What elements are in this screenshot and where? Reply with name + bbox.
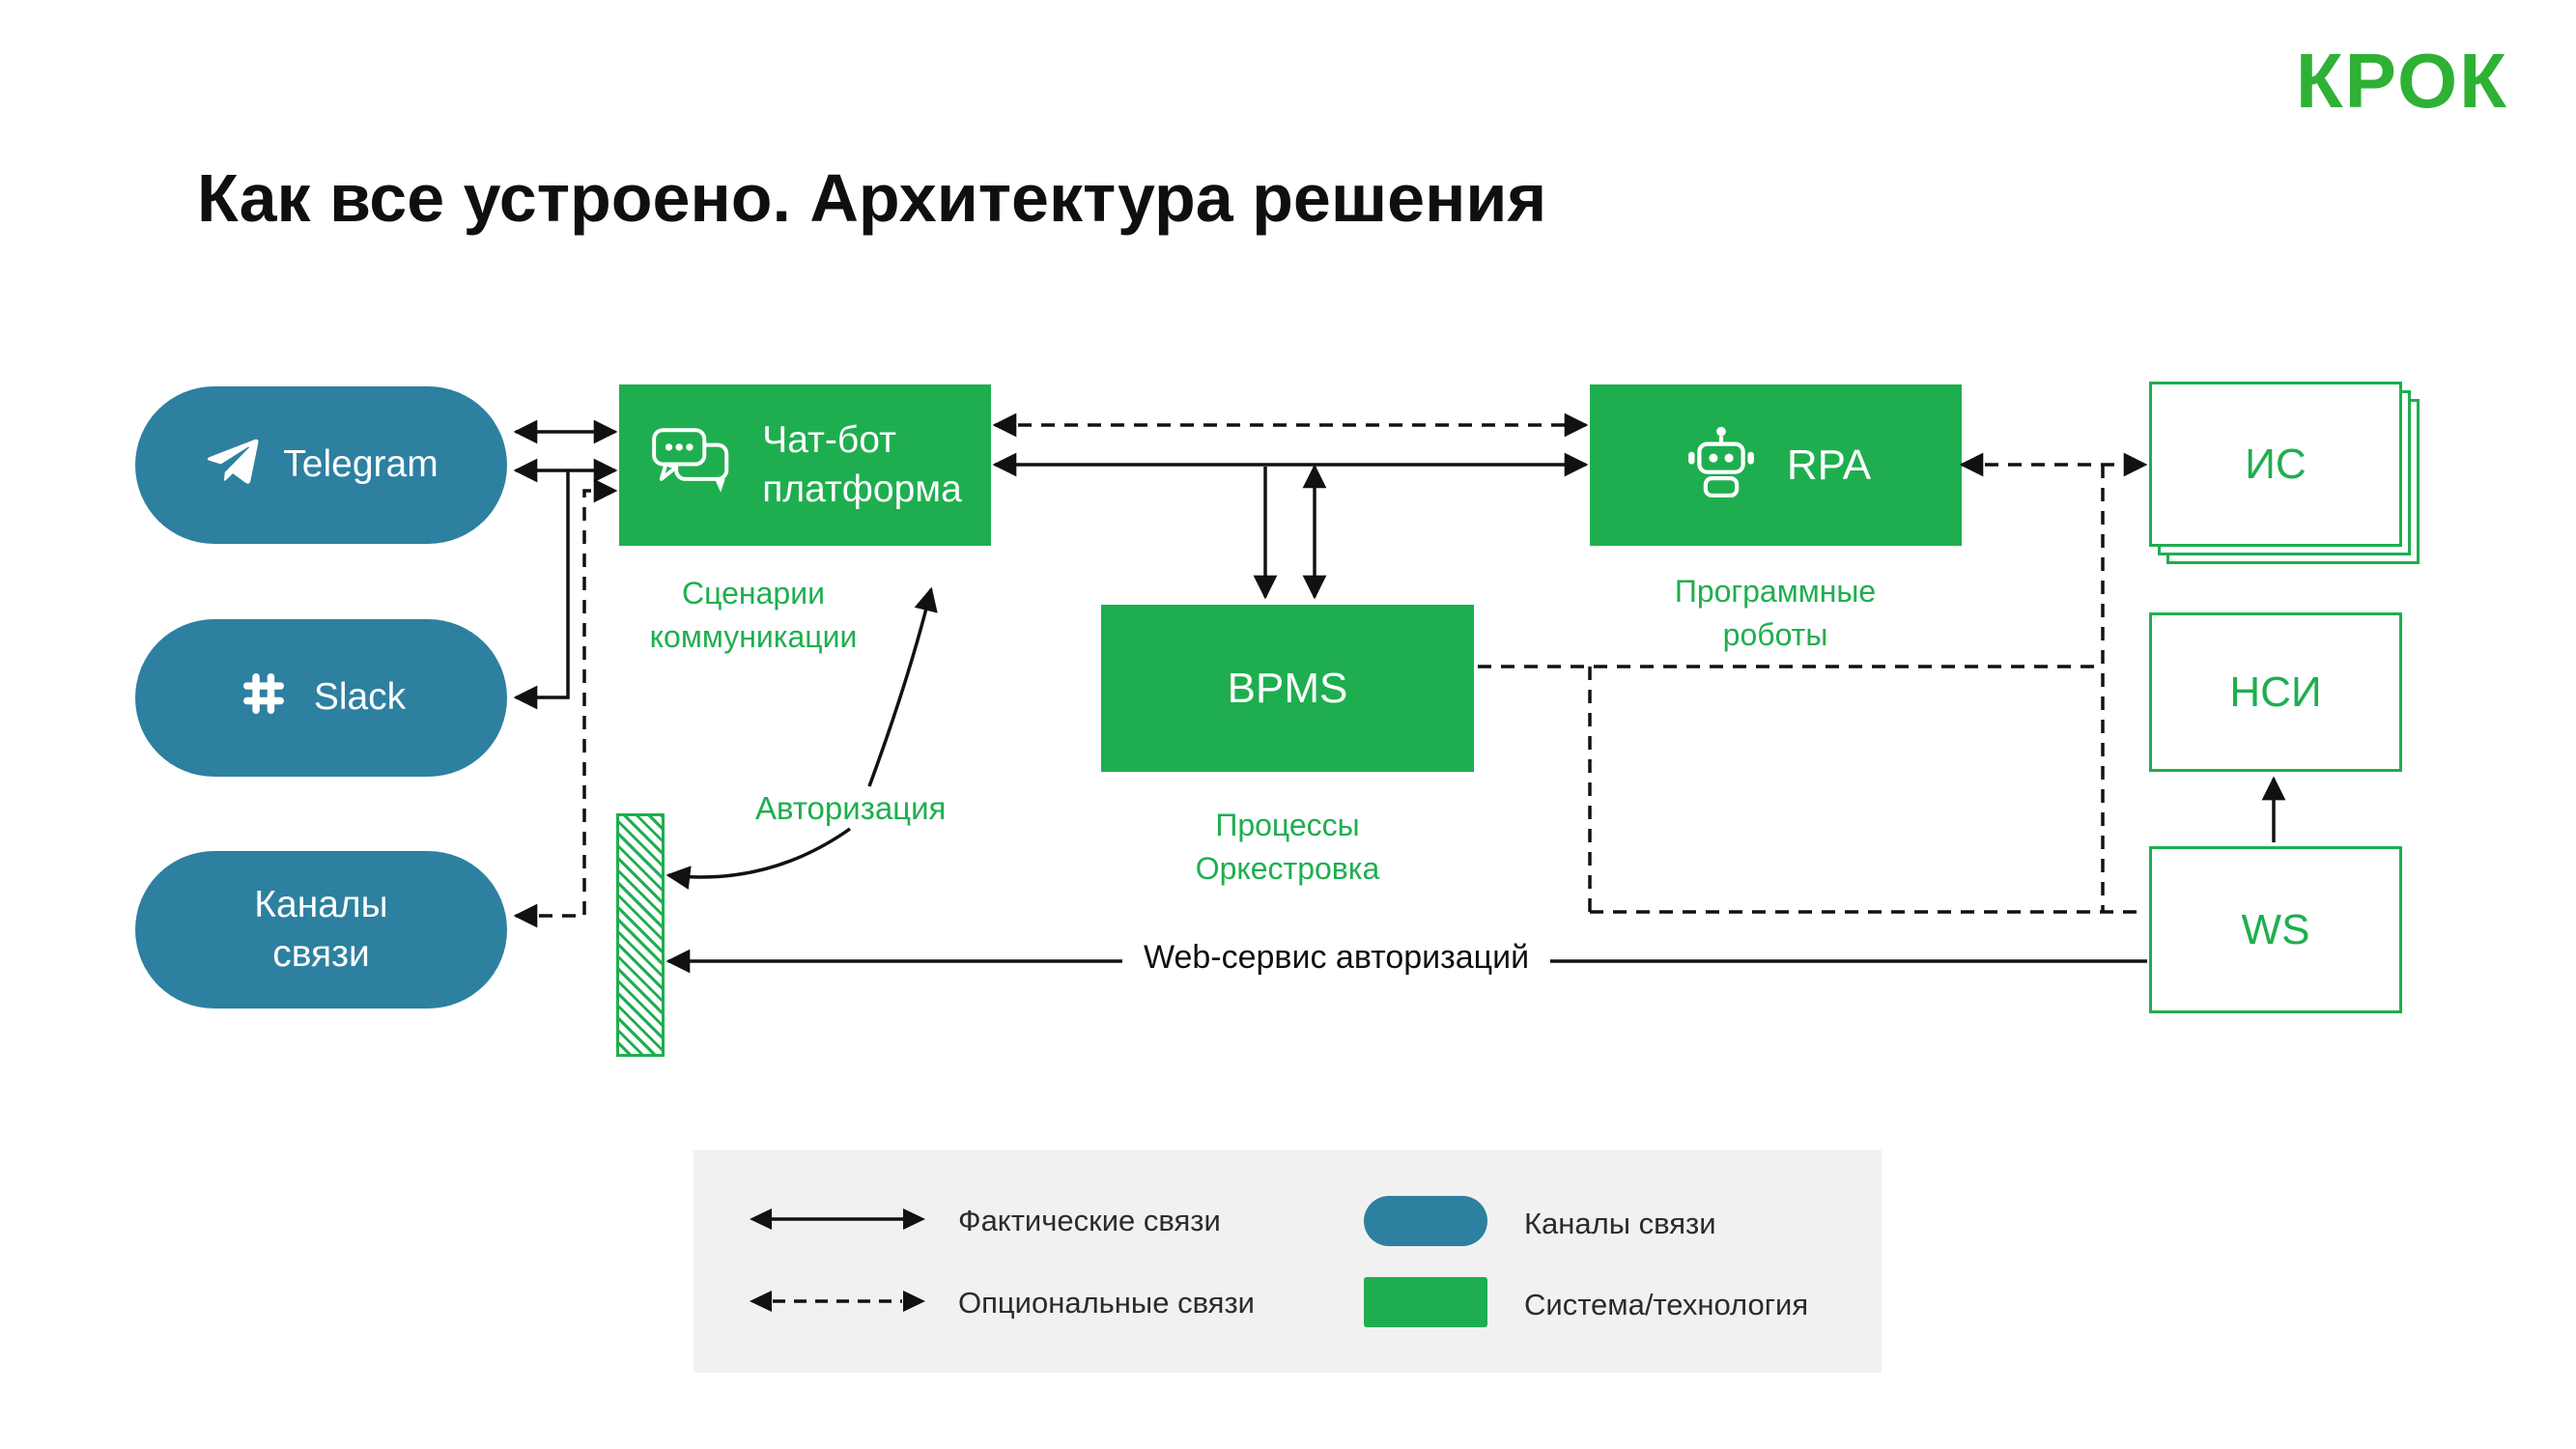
node-label: Чат-бот платформа <box>762 418 962 510</box>
dashed-arrow-sample <box>746 1282 929 1325</box>
node-rpa: RPA <box>1590 384 1962 546</box>
authorization-barrier <box>616 813 665 1057</box>
legend-system-swatch <box>1364 1277 1487 1327</box>
node-label: WS <box>2241 905 2310 953</box>
krok-logo: КРОК <box>2295 38 2508 124</box>
web-service-label: Web-сервис авторизаций <box>1122 937 1551 979</box>
channel-slack: Slack <box>135 619 507 777</box>
node-ws: WS <box>2149 846 2402 1013</box>
node-bpms: BPMS <box>1101 605 1474 772</box>
node-label: BPMS <box>1227 664 1348 712</box>
page-title: Как все устроено. Архитектура решения <box>197 160 1547 236</box>
slack-icon <box>237 667 291 730</box>
node-label: НСИ <box>2229 668 2322 716</box>
legend-system-label: Система/технология <box>1524 1288 1809 1321</box>
node-label: ИС <box>2245 440 2307 488</box>
channel-telegram: Telegram <box>135 386 507 544</box>
legend-solid-label: Фактические связи <box>958 1204 1221 1237</box>
chat-bubbles-icon <box>648 424 737 506</box>
node-nsi: НСИ <box>2149 612 2402 772</box>
telegram-icon <box>204 433 260 498</box>
node-label: RPA <box>1786 440 1872 489</box>
node-is-stack: ИС <box>2149 382 2420 564</box>
legend-channel-swatch <box>1364 1196 1487 1246</box>
legend-channel-label: Каналы связи <box>1524 1207 1716 1240</box>
legend-dashed-label: Опциональные связи <box>958 1286 1256 1320</box>
node-chatbot-platform: Чат-бот платформа <box>619 384 991 546</box>
channel-label: Slack <box>313 676 407 719</box>
channel-label: Каналы связи <box>254 883 388 975</box>
caption-rpa: Программные роботы <box>1674 574 1877 652</box>
caption-bpms: Процессы Оркестровка <box>1195 808 1380 886</box>
node-is: ИС <box>2149 382 2402 547</box>
robot-icon <box>1681 422 1762 508</box>
authorization-label: Авторизация <box>755 790 947 826</box>
caption-chatbot: Сценарии коммуникации <box>649 576 858 654</box>
solid-arrow-sample <box>746 1200 929 1243</box>
legend: Фактические связи Опциональные связи Кан… <box>694 1151 1882 1373</box>
channel-label: Telegram <box>283 443 439 486</box>
channel-generic: Каналы связи <box>135 851 507 1009</box>
